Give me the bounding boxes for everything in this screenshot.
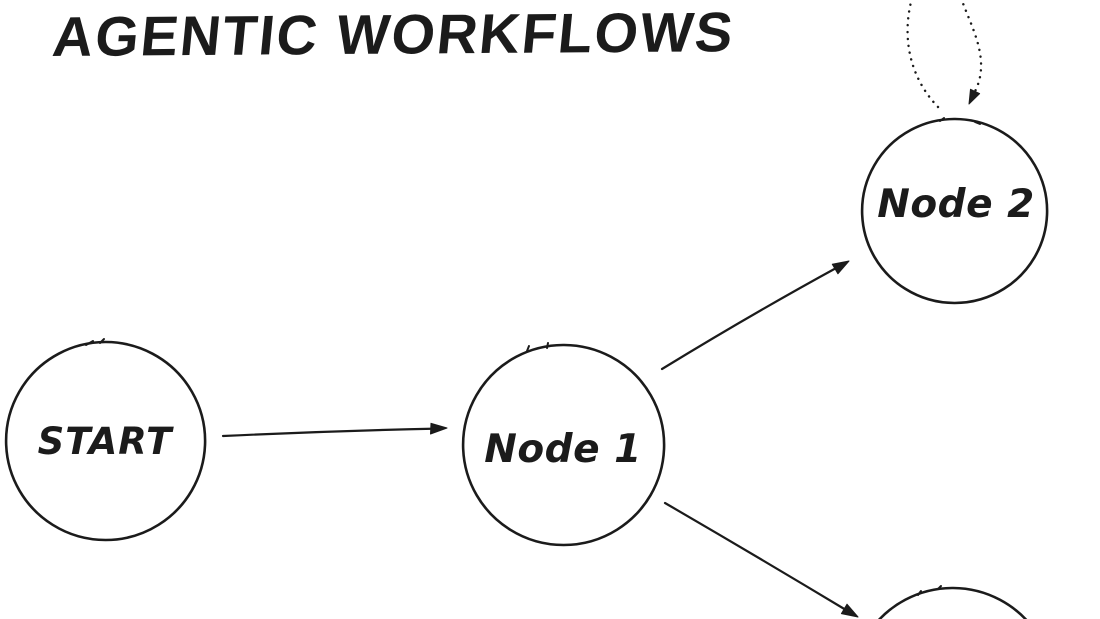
edge-node1-to-node2-line [660,265,840,371]
edge-node1-to-node3 [663,501,859,618]
node3-circle [878,586,1028,619]
start-node-circle [4,340,207,542]
edge-node1-to-node3-arrowhead [840,603,859,618]
edge-start-to-node1 [221,422,448,438]
node2-sketch-tick [939,117,981,125]
edge-node2-self-loop-curve [906,0,983,109]
edge-node1-to-node2 [660,260,850,371]
edge-node1-to-node2-arrowhead [831,260,850,275]
node2: Node 2 [860,117,1049,305]
edge-start-to-node1-arrowhead [430,422,448,435]
node1-label: Node 1 [484,427,642,472]
start-node-sketch-tick [85,338,105,346]
node2-circle [860,117,1049,305]
edge-node2-self-loop [906,0,983,109]
start-node-label: START [38,420,174,463]
node1: Node 1 [461,342,666,547]
edge-node2-self-loop-arrowhead [968,88,981,105]
edge-start-to-node1-line [221,427,439,438]
edge-node1-to-node3-line [663,501,848,612]
node3 [878,585,1028,619]
node3-sketch-tick [917,585,942,596]
node1-sketch-tick [526,342,549,352]
start-node: START [4,338,207,542]
node2-label: Node 2 [877,182,1035,227]
node1-circle [461,343,666,547]
